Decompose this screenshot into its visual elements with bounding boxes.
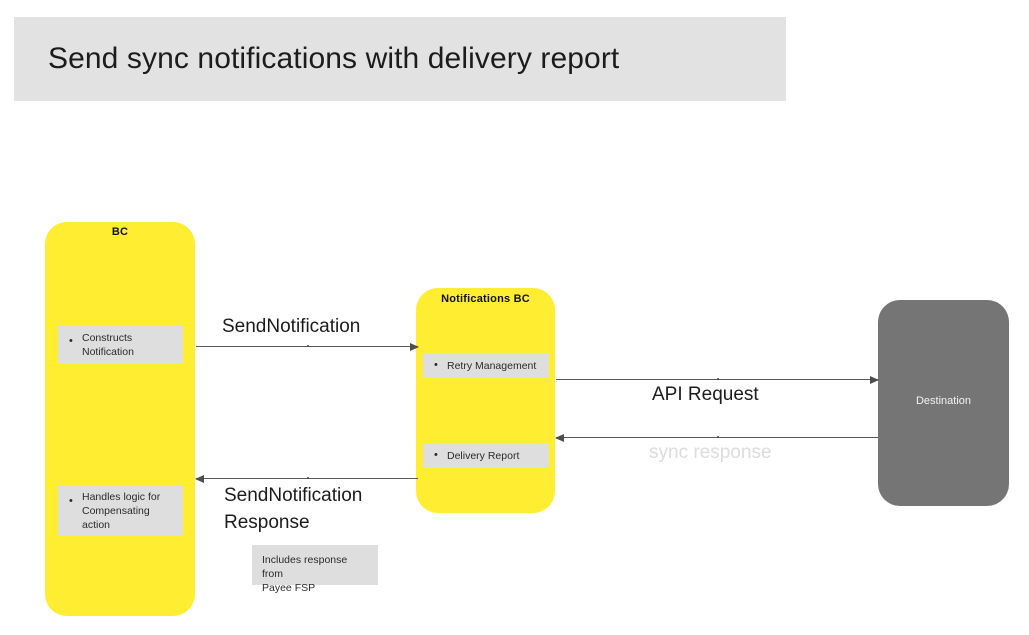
lane-bc-title: BC (111, 226, 129, 238)
notifications-item-retry-management[interactable]: • Retry Management (423, 353, 549, 378)
notifications-item-label: Delivery Report (447, 449, 520, 462)
title-banner: Send sync notifications with delivery re… (14, 17, 786, 101)
arrow-midpoint-dot (307, 477, 309, 479)
arrow-midpoint-dot (307, 345, 309, 347)
lane-bc[interactable]: BC (45, 222, 195, 616)
lane-notifications-bc[interactable]: Notifications BC (416, 288, 555, 513)
arrow-midpoint-dot (717, 436, 719, 438)
bullet-icon: • (434, 449, 438, 461)
bullet-icon: • (434, 359, 438, 371)
arrow-label-send-notification: SendNotification (222, 316, 361, 337)
lane-notifications-bc-title: Notifications BC (441, 293, 530, 305)
lane-destination[interactable]: Destination (878, 300, 1009, 506)
bullet-icon: • (69, 335, 73, 347)
bc-item-compensating-action[interactable]: • Handles logic for Compensating action (58, 486, 183, 536)
arrow-send-notification (196, 342, 419, 351)
arrow-label-api-request: API Request (652, 384, 759, 405)
arrow-sync-response (555, 433, 878, 442)
arrowhead-left-icon (555, 433, 564, 442)
notifications-item-label: Retry Management (447, 359, 537, 372)
arrow-label-sync-response: sync response (649, 442, 772, 463)
bc-item-label: Handles logic for Compensating action (82, 491, 161, 531)
arrow-api-request (556, 375, 879, 384)
page-title: Send sync notifications with delivery re… (48, 42, 620, 75)
arrow-label-send-notification-response: SendNotification Response (224, 485, 363, 533)
arrow-send-notification-response (195, 474, 418, 483)
bc-item-label: Constructs Notification (82, 332, 134, 358)
bullet-icon: • (69, 495, 73, 507)
note-payee-fsp[interactable]: Includes response from Payee FSP (252, 545, 378, 594)
note-text: Includes response from Payee FSP (262, 554, 348, 594)
arrowhead-right-icon (870, 375, 879, 384)
lane-destination-title: Destination (915, 395, 972, 407)
arrowhead-left-icon (195, 474, 204, 483)
arrowhead-right-icon (410, 342, 419, 351)
bc-item-constructs-notification[interactable]: • Constructs Notification (58, 326, 183, 364)
arrow-midpoint-dot (717, 378, 719, 380)
notifications-item-delivery-report[interactable]: • Delivery Report (423, 443, 549, 468)
